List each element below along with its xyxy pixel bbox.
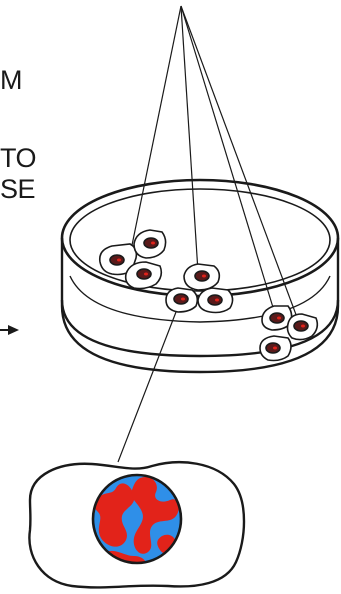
cell-cluster-left [100,230,166,289]
cell-nucleolus [277,317,281,320]
arrow-icon [0,325,19,335]
enlarged-cell [29,462,244,587]
cell-cluster-center [166,264,233,313]
pointer-line-down [118,312,176,462]
cell-nucleolus [301,325,305,328]
cell-nucleolus [144,273,148,276]
cell-nucleolus [181,298,185,301]
cell-nucleolus [117,259,121,262]
cell-nucleolus [273,347,277,350]
cell-nucleolus [215,299,219,302]
pointer-line-left [131,6,181,250]
cell-nucleolus [151,242,155,245]
cell-nucleolus [202,275,206,278]
